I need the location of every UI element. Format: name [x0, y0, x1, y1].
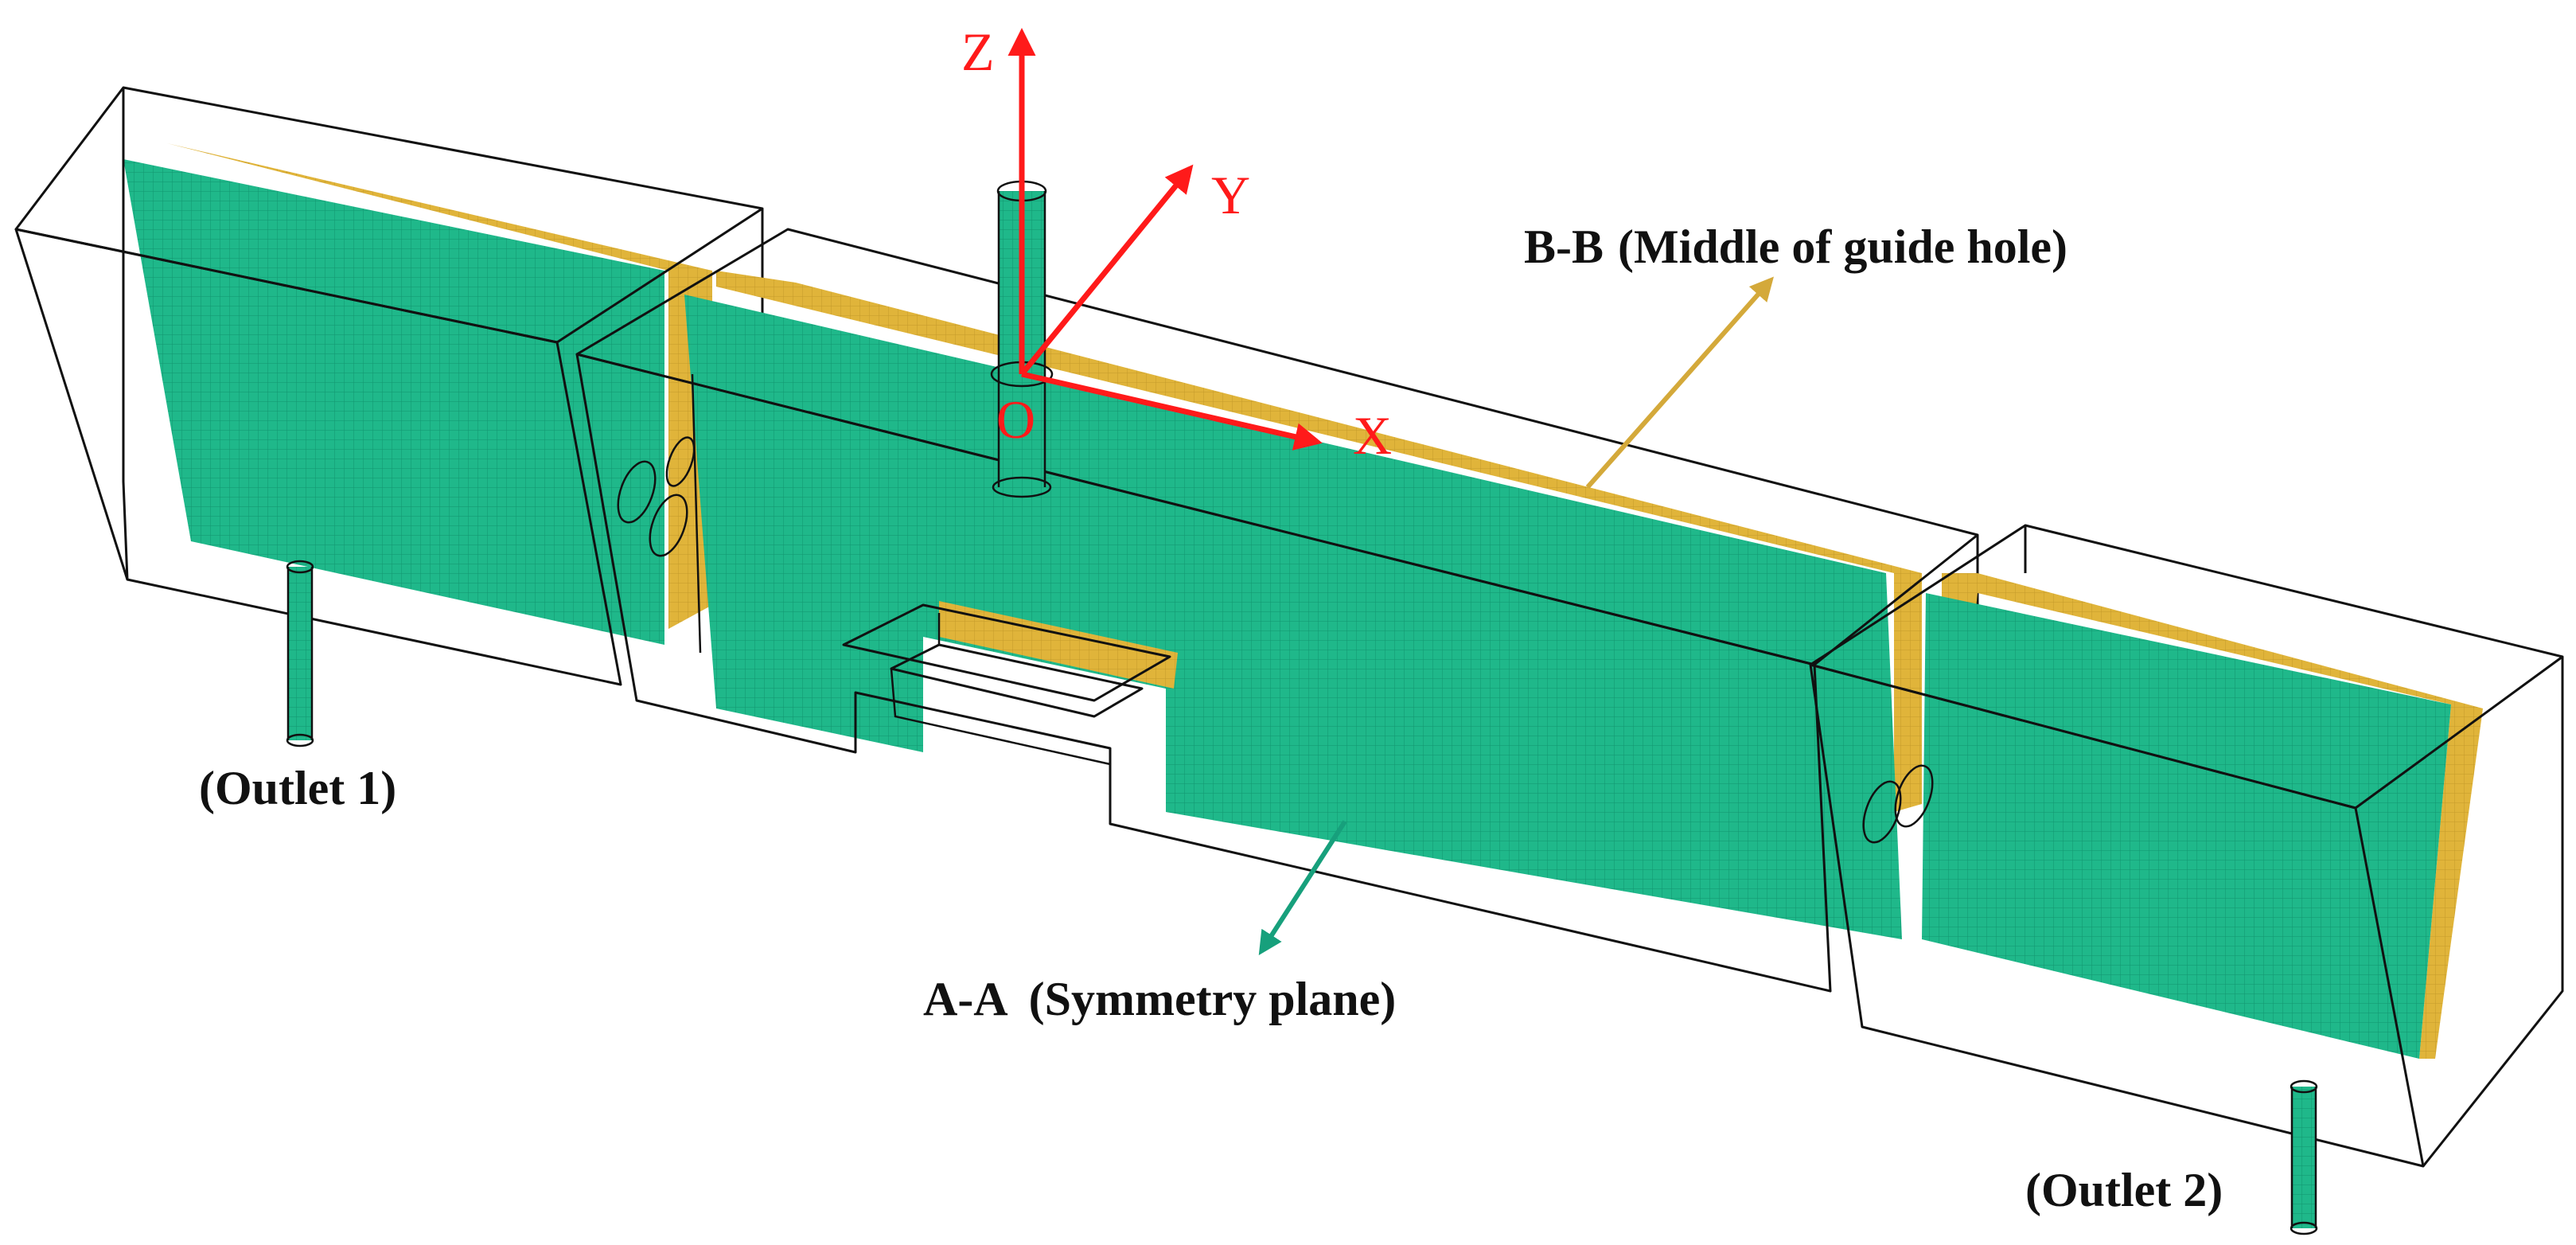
coordinate-axes: Z Y X O: [961, 21, 1392, 466]
left-chamber-back: [122, 88, 129, 580]
right-chamber: [1809, 524, 2564, 1168]
aa-pointer-arrow: [1258, 820, 1347, 956]
origin-label: O: [996, 389, 1035, 450]
outlet-1-label: (Outlet 1): [199, 762, 396, 814]
aa-code: A-A: [923, 973, 1008, 1025]
outlet-2-tube: [2292, 1087, 2316, 1228]
outlet-1-tube: [288, 567, 312, 740]
aa-desc: (Symmetry plane): [1029, 973, 1397, 1025]
outlet-2: [2290, 1079, 2318, 1235]
bb-label: B-B (Middle of guide hole): [1524, 221, 2067, 273]
z-axis-label: Z: [961, 21, 995, 82]
bb-code: B-B: [1524, 221, 1604, 273]
left-symmetry-plane: [123, 159, 664, 645]
dam: [842, 601, 1178, 766]
guide-holes-left: [617, 436, 696, 557]
right-chamber-back: [2422, 657, 2564, 1167]
middle-chamber: [575, 228, 1979, 993]
aa-label: A-A (Symmetry plane): [923, 973, 1396, 1025]
left-chamber-front: [14, 228, 622, 686]
right-guide-plane: [1942, 573, 2483, 1059]
outlet-2-label: (Outlet 2): [2025, 1164, 2223, 1216]
x-axis-label: X: [1353, 405, 1392, 466]
left-chamber: [14, 86, 764, 686]
middle-chamber-front: [575, 353, 1832, 993]
bb-pointer-arrow: [1585, 276, 1774, 489]
x-axis-arrow: [1021, 371, 1323, 451]
dam-top-plane: [939, 601, 1178, 689]
outlet-1: [286, 560, 314, 747]
right-symmetry-plane: [1922, 593, 2451, 1059]
guide-holes-right: [1862, 764, 1934, 844]
bb-desc: (Middle of guide hole): [1618, 221, 2067, 273]
y-axis-label: Y: [1211, 165, 1250, 225]
middle-symmetry-plane: [684, 295, 1902, 939]
y-axis-arrow: [1019, 164, 1194, 377]
